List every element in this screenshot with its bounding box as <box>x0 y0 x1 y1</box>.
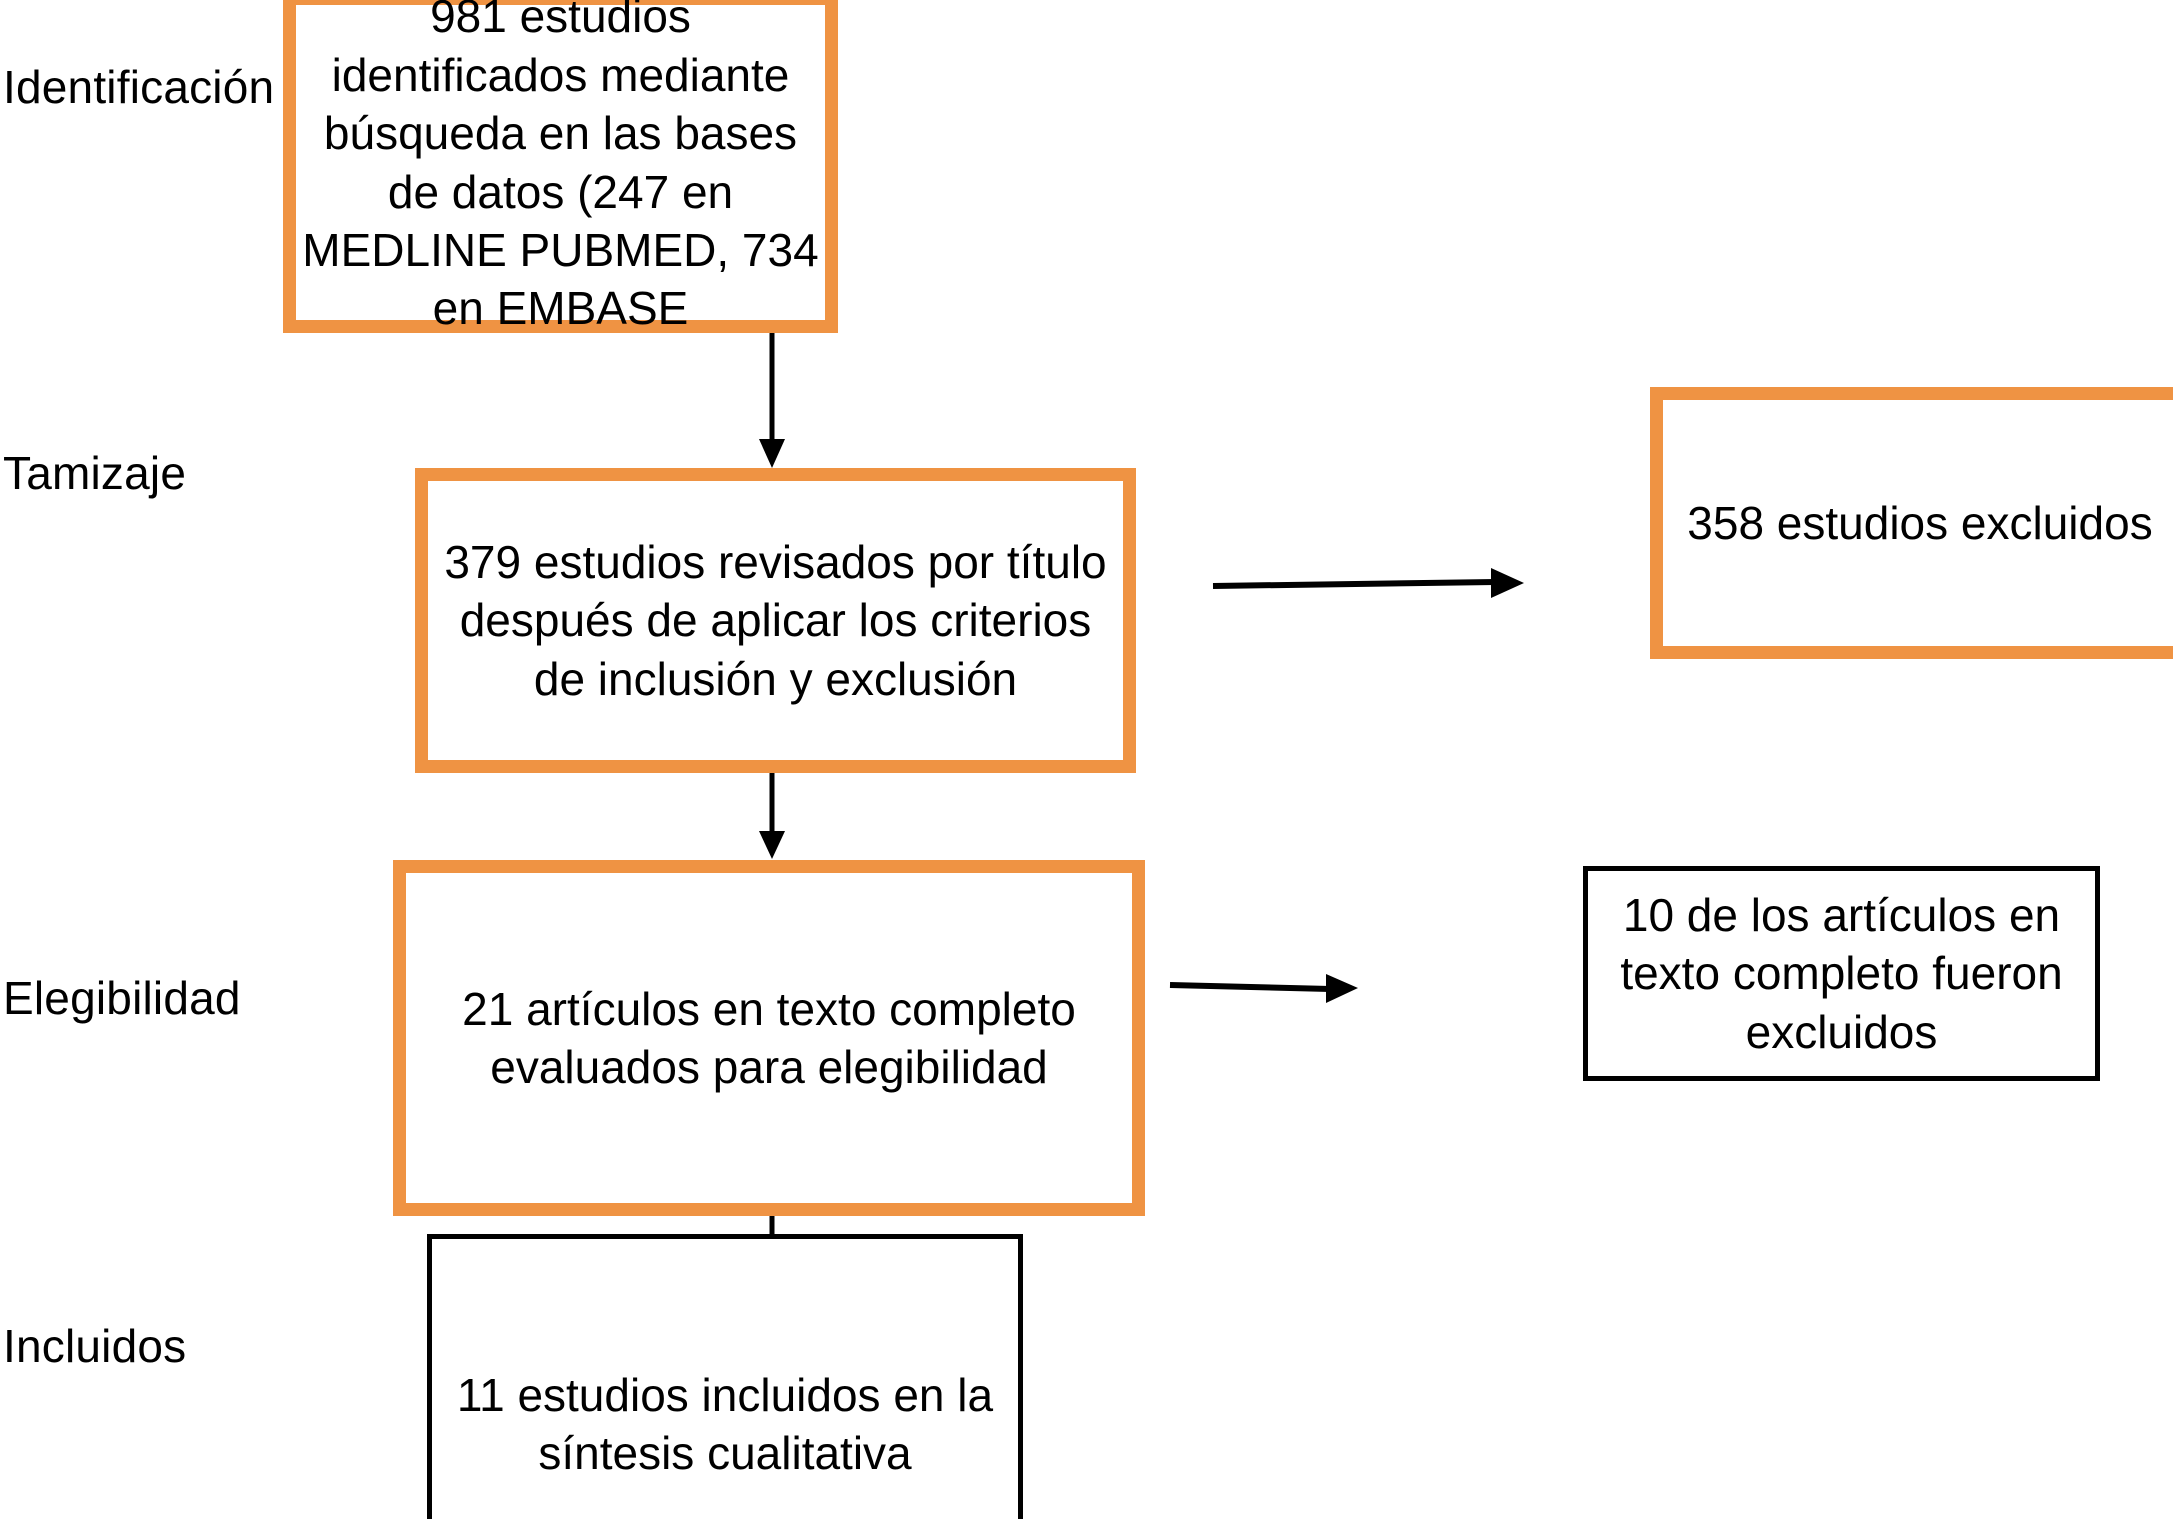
box-studies-excluded-screening-text: 358 estudios excluidos <box>1687 496 2153 549</box>
arrow-fulltext-to-excluded <box>1169 965 1365 1011</box>
box-fulltext-assessed: 21 artículos en texto completo evaluados… <box>393 860 1145 1216</box>
box-studies-identified-text: 981 estudios identificados mediante búsq… <box>302 0 819 335</box>
box-included-synthesis: 11 estudios incluidos en la síntesis cua… <box>427 1234 1023 1519</box>
box-included-synthesis-text: 11 estudios incluidos en la síntesis cua… <box>456 1368 994 1479</box>
stage-label-elegibilidad: Elegibilidad <box>3 972 241 1024</box>
arrow-identified-to-screened <box>752 333 792 470</box>
stage-label-incluidos: Incluidos <box>3 1320 187 1372</box>
box-studies-excluded-screening: 358 estudios excluidos <box>1650 387 2173 659</box>
arrow-screened-to-excluded <box>1212 560 1528 610</box>
box-studies-screened: 379 estudios revisados por título despué… <box>415 468 1136 773</box>
box-studies-identified: 981 estudios identificados mediante búsq… <box>283 0 838 334</box>
stage-label-identificacion: Identificación <box>3 61 275 113</box>
arrow-screened-to-fulltext <box>752 773 792 863</box>
box-studies-screened-text: 379 estudios revisados por título despué… <box>444 535 1107 705</box>
stage-label-tamizaje: Tamizaje <box>3 447 187 499</box>
box-fulltext-excluded-text: 10 de los artículos en texto completo fu… <box>1620 888 2063 1058</box>
box-fulltext-excluded: 10 de los artículos en texto completo fu… <box>1583 866 2100 1081</box>
box-fulltext-assessed-text: 21 artículos en texto completo evaluados… <box>462 982 1076 1093</box>
